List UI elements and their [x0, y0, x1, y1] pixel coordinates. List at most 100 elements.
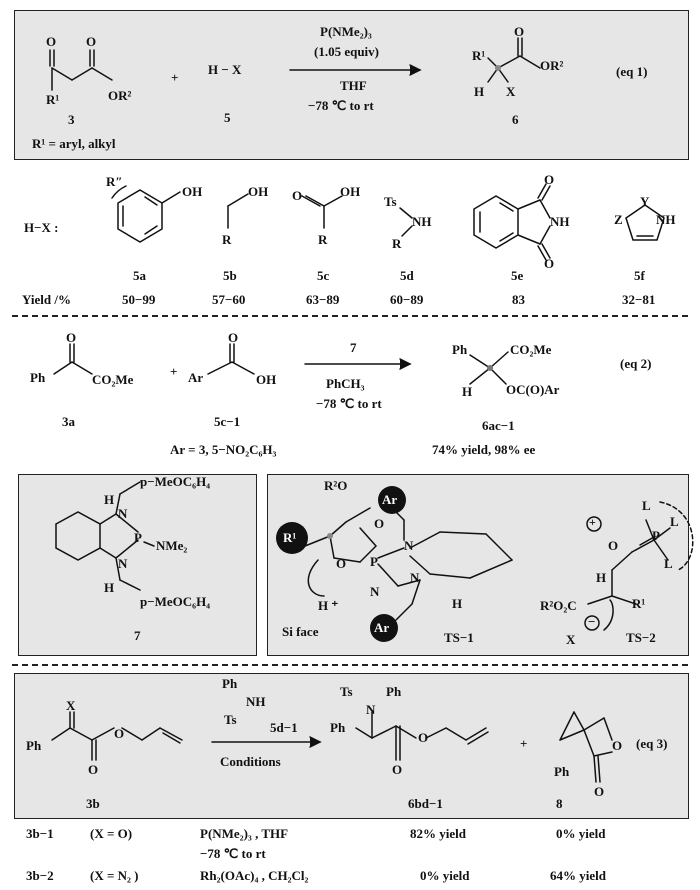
row1-cond2: −78 ℃ to rt [200, 846, 266, 861]
ts1-n2: N [410, 570, 420, 585]
eq1-panel [14, 10, 689, 160]
compound-5d: 5d [400, 268, 414, 283]
ts1-r2o: R²O [324, 478, 348, 493]
row2-id: 3b−2 [26, 868, 54, 883]
cat7-n1: N [118, 506, 128, 521]
label-3: 3 [68, 112, 75, 127]
eq1-reagent: P(NMe₂)₃ [320, 24, 372, 39]
eq2-temp: −78 ℃ to rt [316, 396, 382, 411]
compound-5b: 5b [223, 268, 237, 283]
cat7-aryl-top: p−MeOC₆H₄ [140, 474, 211, 489]
ts2-l3: L [664, 556, 673, 571]
5d-ts: Ts [384, 194, 397, 209]
3a-ph: Ph [30, 370, 46, 385]
cat7-nme2: NMe₂ [156, 538, 188, 553]
cat7-h2: H [104, 580, 115, 595]
label-3a: 3a [62, 414, 75, 429]
ts2-r2o2c: R²O₂C [540, 598, 577, 613]
ts1-p: P [370, 554, 378, 569]
6bd1-ph2: Ph [330, 720, 346, 735]
cat7-aryl-bot: p−MeOC₆H₄ [140, 594, 211, 609]
ts2-l2: L [670, 514, 679, 529]
6bd1-o1: O [418, 730, 429, 745]
eq1-r1: R¹ [46, 92, 60, 107]
cat7-n2: N [118, 556, 128, 571]
6bd1-ph1: Ph [386, 684, 402, 699]
eq3-panel [14, 673, 689, 819]
eq2-label: (eq 2) [620, 356, 652, 371]
5d-r: R [392, 236, 402, 251]
ts1-ar-top: Ar [382, 492, 398, 507]
ts2-o: O [608, 538, 619, 553]
eq3-reagent-ph: Ph [222, 676, 238, 691]
yield-5f: 32−81 [622, 292, 656, 307]
row1-yield6: 82% yield [410, 826, 466, 841]
8-o1: O [612, 738, 623, 753]
ts2-minus: − [588, 614, 596, 629]
product-6-structure [487, 37, 541, 83]
eq2-solvent: PhCH₃ [326, 376, 365, 391]
5a-structure [111, 185, 181, 243]
row2-x: (X = N₂ ) [90, 868, 139, 883]
row2-cond: Rh₂(OAc)₄ , CH₂Cl₂ [200, 868, 309, 883]
label-5c1: 5c−1 [214, 414, 241, 429]
yield-label: Yield /% [22, 292, 71, 307]
6bd1-n: N [366, 702, 376, 717]
eq3-reagent-ts: Ts [224, 712, 237, 727]
ts2-structure [587, 501, 694, 631]
cat7-h1: H [104, 492, 115, 507]
compound-5c: 5c [317, 268, 330, 283]
label-5: 5 [224, 110, 231, 125]
row2-yield6: 0% yield [420, 868, 470, 883]
eq3-conditions: Conditions [220, 754, 281, 769]
3b-o1: O [114, 726, 125, 741]
row1-cond: P(NMe₂)₃ , THF [200, 826, 289, 841]
compound-5e: 5e [511, 268, 524, 283]
eq1-label: (eq 1) [616, 64, 648, 79]
prod6-r1: R¹ [472, 48, 486, 63]
label-3b: 3b [86, 796, 100, 811]
ts1-hplus: H ⁺ [318, 598, 339, 613]
5b-oh: OH [248, 184, 269, 199]
row1-x: (X = O) [90, 826, 133, 841]
ts2-p: P [652, 528, 660, 543]
5d-nh: NH [412, 214, 432, 229]
hx-reagent: H − X [208, 62, 242, 77]
ts2-plus: + [589, 515, 596, 529]
ar-definition: Ar = 3, 5−NO₂C₆H₃ [170, 442, 277, 457]
3b-x: X [66, 698, 76, 713]
8-ph: Ph [554, 764, 570, 779]
prod6-or2: OR² [540, 58, 564, 73]
3a-structure [53, 343, 93, 375]
8-o2: O [594, 784, 605, 799]
ts1-label: TS−1 [444, 630, 474, 645]
eq1-or2: OR² [108, 88, 132, 103]
substrate-3-structure [49, 49, 113, 91]
label-8: 8 [556, 796, 563, 811]
row1-id: 3b−1 [26, 826, 54, 841]
5a-oh: OH [182, 184, 203, 199]
eq1-solvent: THF [340, 78, 367, 93]
6ac1-ph: Ph [452, 342, 468, 357]
6bd1-ts: Ts [340, 684, 353, 699]
5b-r: R [222, 232, 232, 247]
eq2-panel [14, 325, 687, 465]
prod6-h: H [474, 84, 485, 99]
5a-r: R″ [106, 174, 123, 189]
5e-o1: O [544, 172, 555, 187]
hx-label: H−X : [24, 220, 59, 235]
catalyst-panel [18, 474, 257, 656]
3b-ph: Ph [26, 738, 42, 753]
ts1-h: H [452, 596, 463, 611]
ts1-structure [299, 507, 513, 621]
8-structure [559, 711, 613, 783]
eq3-reagent-nh: NH [246, 694, 266, 709]
prod6-o: O [514, 24, 525, 39]
yield-5e: 83 [512, 292, 525, 307]
eq3-label: (eq 3) [636, 736, 668, 751]
6bd1-structure [355, 711, 489, 761]
compound-5f: 5f [634, 268, 645, 283]
eq2-plus: + [170, 364, 178, 379]
cat7-p: P [134, 530, 142, 545]
3b-o2: O [88, 762, 99, 777]
